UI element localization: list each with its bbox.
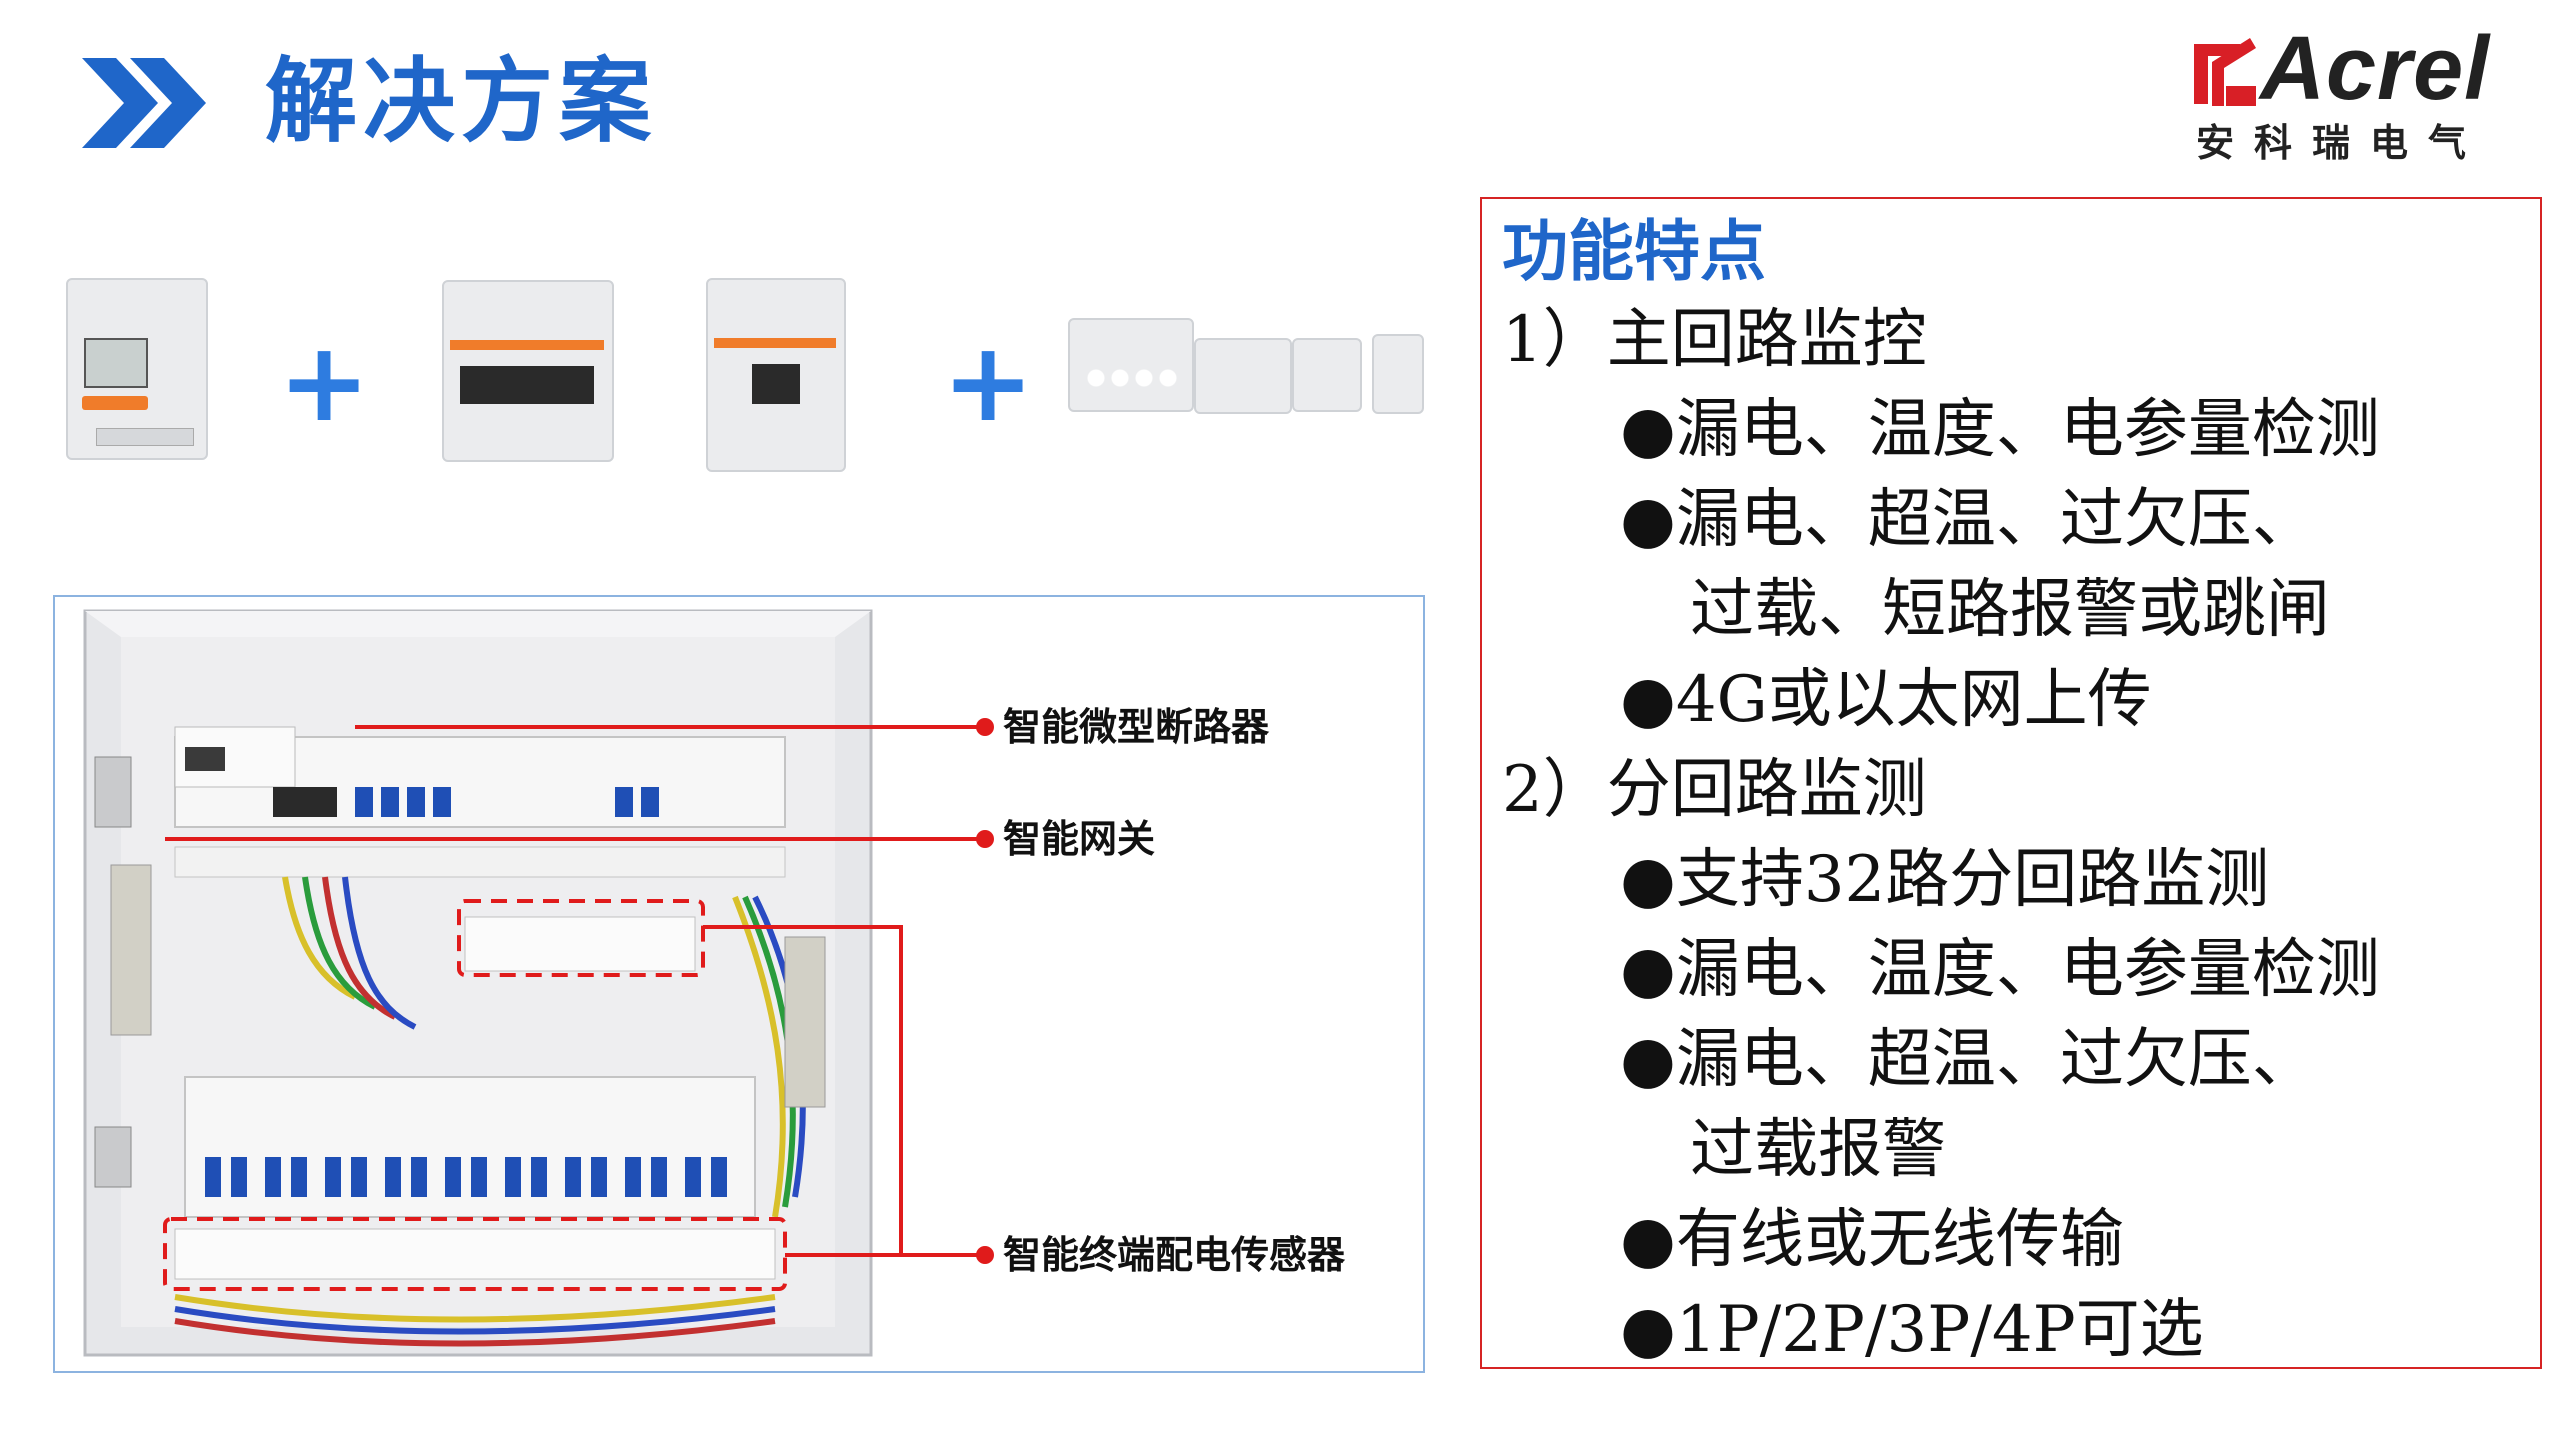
feature-item: ●漏电、超温、过欠压、 bbox=[1620, 483, 2316, 557]
double-chevron-icon bbox=[82, 58, 206, 148]
section-main-circuit: 1）主回路监控 bbox=[1502, 303, 1927, 377]
page-title: 解决方案 bbox=[265, 48, 658, 155]
distribution-box-photo: 智能微型断路器 智能网关 智能终端配电传感器 bbox=[53, 595, 1425, 1373]
feature-item: ●漏电、温度、电参量检测 bbox=[1620, 393, 2380, 467]
feature-panel bbox=[1480, 197, 2542, 1369]
feature-item: ●1P/2P/3P/4P可选 bbox=[1620, 1293, 2204, 1367]
logo-chinese-name: 安科瑞电气 bbox=[2196, 121, 2487, 165]
callout-terminal-sensor: 智能终端配电传感器 bbox=[1003, 1233, 1346, 1277]
breaker-handles bbox=[460, 366, 594, 404]
feature-item: ●有线或无线传输 bbox=[1620, 1203, 2124, 1277]
product-4p-breaker bbox=[442, 280, 614, 462]
breaker-label-strip bbox=[714, 338, 836, 348]
sensor-holes bbox=[1084, 366, 1178, 390]
feature-title: 功能特点 bbox=[1502, 213, 1766, 290]
callout-smart-breaker: 智能微型断路器 bbox=[1003, 705, 1270, 749]
logo-wordmark: Acrel bbox=[2260, 19, 2491, 119]
plus-sign: + bbox=[278, 318, 371, 446]
breaker-handles bbox=[752, 364, 800, 404]
feature-item: ●漏电、温度、电参量检测 bbox=[1620, 933, 2380, 1007]
acrel-logo: Acrel 安科瑞电气 bbox=[2190, 19, 2520, 165]
acrel-logo-mark-icon bbox=[2194, 38, 2256, 106]
product-2p-breaker bbox=[706, 278, 846, 472]
meter-display bbox=[84, 338, 148, 388]
breaker-label-strip bbox=[450, 340, 604, 350]
product-sensor-1p bbox=[1372, 334, 1424, 414]
feature-item: ●漏电、超温、过欠压、 bbox=[1620, 1023, 2316, 1097]
product-energy-meter bbox=[66, 278, 208, 460]
feature-item-continuation: 过载、短路报警或跳闸 bbox=[1690, 573, 2330, 647]
feature-item: ●支持32路分回路监测 bbox=[1620, 843, 2270, 917]
distribution-box-illustration bbox=[83, 609, 994, 1357]
feature-item-continuation: 过载报警 bbox=[1690, 1113, 1946, 1187]
plus-sign: + bbox=[942, 318, 1035, 446]
callout-smart-gateway: 智能网关 bbox=[1003, 817, 1156, 861]
meter-buttons bbox=[82, 396, 148, 410]
meter-terminals bbox=[96, 428, 194, 446]
product-sensor-3p bbox=[1194, 338, 1292, 414]
section-branch-circuit: 2）分回路监测 bbox=[1502, 753, 1927, 827]
product-sensor-4p bbox=[1068, 318, 1194, 412]
product-sensor-2p bbox=[1292, 338, 1362, 412]
feature-item: ●4G或以太网上传 bbox=[1620, 663, 2152, 737]
